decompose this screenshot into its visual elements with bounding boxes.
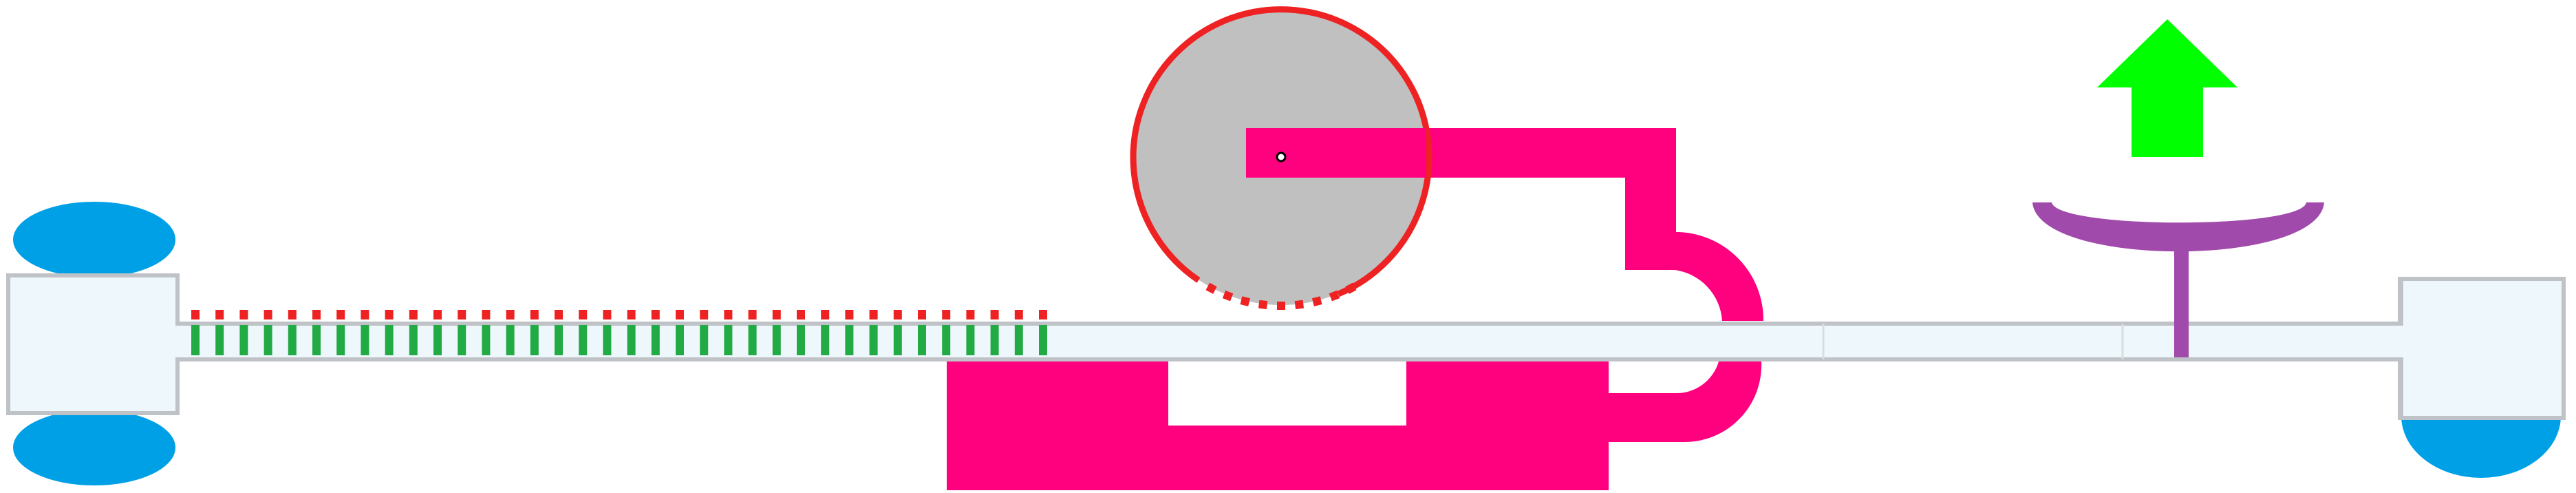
rack-tooth-red <box>966 310 975 319</box>
gear-tooth <box>1240 296 1251 306</box>
rack-tooth-green <box>797 325 805 355</box>
rack-tooth-red <box>1014 310 1023 319</box>
rack-tooth-red <box>433 310 442 319</box>
rack-tooth-red <box>482 310 491 319</box>
rack-tooth-green <box>1039 325 1047 355</box>
rack-tooth-green <box>312 325 321 355</box>
rack-tooth-green <box>409 325 418 355</box>
rack-tooth-red <box>797 310 805 319</box>
rack-tooth-green <box>676 325 684 355</box>
rack-tooth-red <box>336 310 345 319</box>
gear-rim <box>1130 6 1432 297</box>
rack-tooth-green <box>651 325 660 355</box>
rack-tooth-red <box>458 310 466 319</box>
rack-tooth-green <box>966 325 975 355</box>
gear-tooth <box>1277 302 1285 310</box>
rack-tooth-green <box>482 325 491 355</box>
pink-upper-hook <box>1426 128 1764 321</box>
gear-tooth <box>1205 282 1217 294</box>
rack-tooth-green <box>191 325 200 355</box>
pivot-dot-icon <box>1276 151 1287 162</box>
rack-tooth-green <box>724 325 733 355</box>
rack-tooth-red <box>627 310 636 319</box>
main-tube <box>6 273 2566 420</box>
rack-tooth-green <box>288 325 297 355</box>
rack-tooth-green <box>893 325 902 355</box>
rack-tooth-red <box>288 310 297 319</box>
rack-tooth-green <box>530 325 539 355</box>
lever-arm <box>1246 128 1426 178</box>
rack-tooth-green <box>869 325 878 355</box>
rack-tooth-red <box>506 310 515 319</box>
rack-tooth-red <box>555 310 563 319</box>
pink-inner-notch <box>1609 361 1636 393</box>
gear-tooth <box>1329 290 1340 302</box>
rack-tooth-green <box>433 325 442 355</box>
rack-tooth-red <box>361 310 369 319</box>
rack-tooth-green <box>845 325 854 355</box>
rack-tooth-red <box>385 310 394 319</box>
rack-tooth-green <box>990 325 999 355</box>
rack-tooth-green <box>603 325 612 355</box>
rack-tooth-red <box>1039 310 1047 319</box>
rack-tooth-green <box>336 325 345 355</box>
rack-tooth-red <box>990 310 999 319</box>
gear-tooth <box>1222 290 1234 302</box>
pink-bottom-cutout <box>1168 361 1406 426</box>
rack-tooth-green <box>942 325 951 355</box>
rack-tooth-green <box>748 325 757 355</box>
rack-tooth-red <box>215 310 224 319</box>
rack-tooth-green <box>506 325 515 355</box>
rack-tooth-red <box>409 310 418 319</box>
rack-tooth-green <box>385 325 394 355</box>
rack-tooth-green <box>918 325 926 355</box>
dish-stem <box>2174 244 2189 357</box>
rack-tooth-green <box>700 325 709 355</box>
dish-icon <box>2032 202 2324 252</box>
rack-teeth <box>191 310 1047 355</box>
rack-tooth-green <box>821 325 830 355</box>
rack-tooth-red <box>942 310 951 319</box>
rack-tooth-green <box>579 325 588 355</box>
rack-tooth-green <box>772 325 781 355</box>
rack-tooth-red <box>821 310 830 319</box>
rack-tooth-red <box>603 310 612 319</box>
up-arrow-icon <box>2097 19 2237 157</box>
rack-tooth-green <box>458 325 466 355</box>
rack-tooth-green <box>627 325 636 355</box>
rack-tooth-red <box>239 310 248 319</box>
rack-tooth-green <box>215 325 224 355</box>
left-bottom-bulb <box>13 410 175 485</box>
rack-tooth-red <box>893 310 902 319</box>
rack-tooth-red <box>748 310 757 319</box>
rack-tooth-green <box>361 325 369 355</box>
gear-tooth <box>1311 296 1322 306</box>
rack-tooth-red <box>845 310 854 319</box>
pink-lower-hook <box>1607 361 1762 443</box>
rack-tooth-red <box>869 310 878 319</box>
rack-tooth-green <box>239 325 248 355</box>
rack-tooth-red <box>651 310 660 319</box>
rack-tooth-green <box>264 325 272 355</box>
gear-tooth <box>1294 300 1305 310</box>
rack-tooth-red <box>724 310 733 319</box>
rack-tooth-red <box>918 310 926 319</box>
left-top-bulb <box>13 202 175 277</box>
gear-teeth <box>1205 282 1357 310</box>
rack-tooth-green <box>1014 325 1023 355</box>
rack-tooth-red <box>700 310 709 319</box>
rack-tooth-red <box>579 310 588 319</box>
rack-tooth-red <box>312 310 321 319</box>
rack-tooth-red <box>264 310 272 319</box>
gear-tooth <box>1258 300 1268 310</box>
rack-tooth-red <box>772 310 781 319</box>
rack-tooth-red <box>676 310 684 319</box>
rack-tooth-red <box>191 310 200 319</box>
gear-tooth <box>1345 282 1357 294</box>
rack-tooth-red <box>530 310 539 319</box>
right-bottom-bulb <box>2401 416 2561 478</box>
rack-tooth-green <box>555 325 563 355</box>
